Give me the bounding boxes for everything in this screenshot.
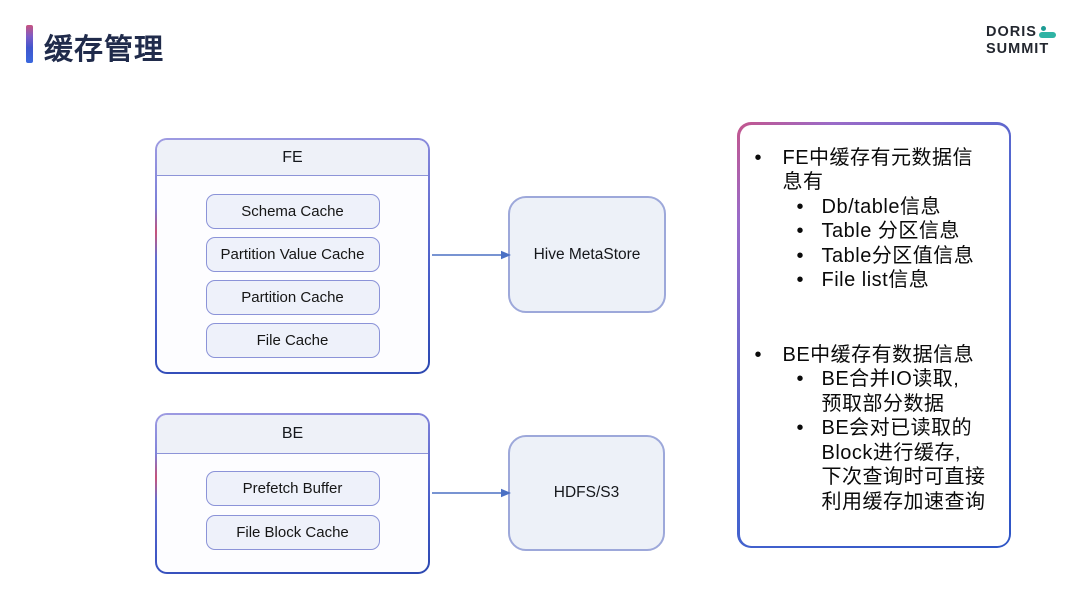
file-block-cache-box: File Block Cache [205, 515, 380, 550]
bullet-text: Db/table信息 [821, 195, 941, 218]
bullet-text: Table 分区信息 [821, 220, 960, 242]
bullet-table-partition: • Table 分区信息 [797, 219, 1001, 244]
bullet-marker: • [796, 220, 804, 242]
bullet-file-list: • File list信息 [797, 268, 1001, 293]
fe-group-body: Schema Cache Partition Value Cache Parti… [157, 176, 428, 372]
bullet-text: Table分区值信息 [821, 244, 975, 267]
schema-cache-box: Schema Cache [205, 194, 380, 229]
bullet-text: FE中缓存有元数据信 息有 [782, 146, 974, 194]
arrow-be-to-hdfs [432, 488, 511, 498]
bullet-fe: • FE中缓存有元数据信 息有 [755, 146, 1001, 195]
bullet-text: BE中缓存有数据信息 [782, 343, 975, 366]
fe-group-box: FE Schema Cache Partition Value Cache Pa… [155, 138, 430, 374]
bullet-text: File list信息 [821, 269, 930, 291]
fe-group-header: FE [157, 140, 428, 176]
bullet-marker: • [754, 343, 762, 366]
bullet-be: • BE中缓存有数据信息 [755, 343, 1001, 368]
bullet-text: BE合并IO读取, 预取部分数据 [821, 368, 960, 415]
bullet-marker: • [796, 417, 804, 439]
doris-summit-logo: DORIS SUMMIT [986, 25, 1059, 58]
bullet-be-io: • BE合并IO读取, 预取部分数据 [797, 367, 1001, 416]
prefetch-buffer-box: Prefetch Buffer [205, 471, 380, 506]
doris-logo-mark-icon [1038, 25, 1059, 39]
panel-section-be: • BE中缓存有数据信息 • BE合并IO读取, 预取部分数据 • BE会对已读… [755, 343, 1001, 515]
partition-value-cache-box: Partition Value Cache [205, 237, 380, 272]
bullet-marker: • [796, 269, 804, 291]
be-group-box: BE Prefetch Buffer File Block Cache [155, 413, 430, 574]
bullet-be-block-cache: • BE会对已读取的 Block进行缓存, 下次查询时可直接 利用缓存加速查询 [797, 416, 1001, 514]
bullet-marker: • [796, 244, 804, 267]
bullet-table-partition-value: • Table分区值信息 [797, 244, 1001, 269]
bullet-text: BE会对已读取的 Block进行缓存, 下次查询时可直接 利用缓存加速查询 [821, 417, 986, 513]
logo-text-summit: SUMMIT [986, 41, 1050, 57]
logo-text-doris: DORIS [986, 24, 1037, 40]
hive-metastore-box: Hive MetaStore [508, 196, 666, 313]
info-panel-content: • FE中缓存有元数据信 息有 • Db/table信息 • Table 分区信… [739, 124, 1009, 546]
page-title: 缓存管理 [44, 34, 165, 66]
hdfs-s3-box: HDFS/S3 [508, 435, 665, 551]
info-panel: • FE中缓存有元数据信 息有 • Db/table信息 • Table 分区信… [737, 122, 1011, 548]
file-cache-box: File Cache [205, 323, 380, 358]
bullet-marker: • [796, 368, 804, 390]
title-accent-bar [26, 25, 33, 63]
bullet-marker: • [796, 195, 804, 218]
bullet-db-table: • Db/table信息 [797, 195, 1001, 220]
be-group-header: BE [157, 415, 428, 454]
bullet-marker: • [754, 146, 762, 169]
partition-cache-box: Partition Cache [205, 280, 380, 315]
arrow-fe-to-hive [432, 250, 511, 260]
panel-section-fe: • FE中缓存有元数据信 息有 • Db/table信息 • Table 分区信… [755, 146, 1001, 293]
be-group-body: Prefetch Buffer File Block Cache [157, 454, 428, 572]
